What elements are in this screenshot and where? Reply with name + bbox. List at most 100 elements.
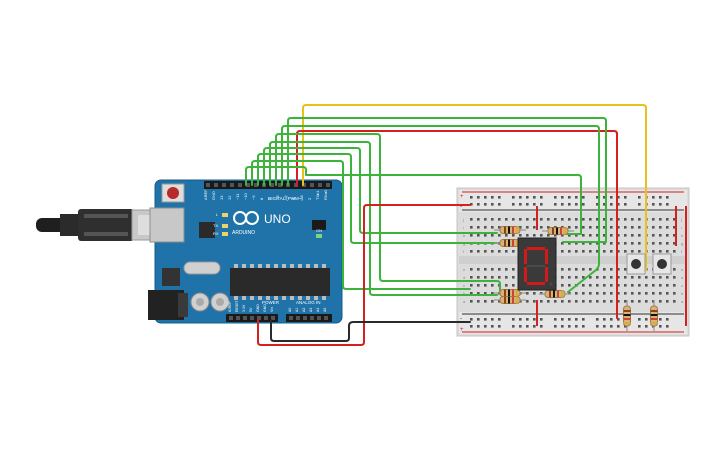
breadboard-hole[interactable] — [561, 242, 564, 245]
breadboard-hole[interactable] — [568, 242, 571, 245]
breadboard-hole[interactable] — [631, 276, 634, 279]
breadboard-hole[interactable] — [561, 203, 564, 206]
breadboard-hole[interactable] — [596, 325, 599, 328]
breadboard-hole[interactable] — [533, 300, 536, 303]
breadboard-hole[interactable] — [526, 226, 529, 229]
breadboard-hole[interactable] — [505, 234, 508, 237]
breadboard-hole[interactable] — [638, 234, 641, 237]
breadboard-hole[interactable] — [610, 300, 613, 303]
breadboard-hole[interactable] — [498, 276, 501, 279]
breadboard-hole[interactable] — [554, 234, 557, 237]
breadboard-hole[interactable] — [603, 218, 606, 221]
breadboard-hole[interactable] — [533, 218, 536, 221]
breadboard-hole[interactable] — [603, 196, 606, 199]
breadboard-hole[interactable] — [596, 218, 599, 221]
breadboard-hole[interactable] — [540, 292, 543, 295]
breadboard-hole[interactable] — [666, 325, 669, 328]
breadboard-hole[interactable] — [526, 318, 529, 321]
breadboard-hole[interactable] — [526, 325, 529, 328]
breadboard-hole[interactable] — [491, 318, 494, 321]
breadboard-hole[interactable] — [491, 203, 494, 206]
breadboard-hole[interactable] — [589, 268, 592, 271]
breadboard-hole[interactable] — [470, 284, 473, 287]
breadboard-hole[interactable] — [582, 318, 585, 321]
resistors[interactable] — [494, 226, 658, 333]
breadboard-hole[interactable] — [666, 284, 669, 287]
breadboard-hole[interactable] — [638, 284, 641, 287]
seven-segment-display[interactable]: 0 — [517, 237, 557, 291]
header-socket[interactable] — [270, 183, 274, 187]
breadboard-hole[interactable] — [477, 292, 480, 295]
breadboard-hole[interactable] — [533, 292, 536, 295]
breadboard-hole[interactable] — [659, 242, 662, 245]
breadboard-hole[interactable] — [589, 218, 592, 221]
breadboard-hole[interactable] — [638, 250, 641, 253]
breadboard-hole[interactable] — [519, 203, 522, 206]
breadboard-hole[interactable] — [652, 203, 655, 206]
breadboard-hole[interactable] — [575, 292, 578, 295]
breadboard-hole[interactable] — [582, 234, 585, 237]
breadboard-hole[interactable] — [610, 284, 613, 287]
breadboard-hole[interactable] — [561, 318, 564, 321]
breadboard-hole[interactable] — [568, 292, 571, 295]
breadboard-hole[interactable] — [617, 276, 620, 279]
breadboard-hole[interactable] — [652, 218, 655, 221]
header-socket[interactable] — [246, 183, 250, 187]
breadboard-hole[interactable] — [652, 284, 655, 287]
breadboard-hole[interactable] — [638, 276, 641, 279]
breadboard-hole[interactable] — [561, 325, 564, 328]
arduino-uno-board[interactable]: UNO ARDUINO DIGITAL (PWM~) POWER ANALOG … — [148, 179, 343, 324]
breadboard-hole[interactable] — [526, 203, 529, 206]
breadboard-hole[interactable] — [645, 300, 648, 303]
breadboard-hole[interactable] — [610, 226, 613, 229]
breadboard-hole[interactable] — [638, 300, 641, 303]
breadboard-hole[interactable] — [610, 196, 613, 199]
breadboard-hole[interactable] — [484, 196, 487, 199]
header-socket[interactable] — [243, 316, 247, 320]
breadboard-hole[interactable] — [498, 203, 501, 206]
breadboard-hole[interactable] — [568, 300, 571, 303]
breadboard-hole[interactable] — [624, 218, 627, 221]
breadboard-hole[interactable] — [582, 276, 585, 279]
breadboard-hole[interactable] — [589, 242, 592, 245]
breadboard-hole[interactable] — [610, 292, 613, 295]
breadboard-hole[interactable] — [652, 292, 655, 295]
breadboard-hole[interactable] — [491, 226, 494, 229]
breadboard-hole[interactable] — [610, 276, 613, 279]
breadboard-hole[interactable] — [512, 234, 515, 237]
header-socket[interactable] — [229, 316, 233, 320]
wire-green-2[interactable] — [281, 125, 600, 293]
breadboard-hole[interactable] — [659, 300, 662, 303]
breadboard-hole[interactable] — [624, 276, 627, 279]
breadboard-hole[interactable] — [603, 203, 606, 206]
breadboard-hole[interactable] — [624, 292, 627, 295]
breadboard-hole[interactable] — [477, 203, 480, 206]
breadboard-hole[interactable] — [582, 242, 585, 245]
breadboard-hole[interactable] — [652, 242, 655, 245]
wire-green-1[interactable] — [287, 117, 607, 243]
breadboard-hole[interactable] — [631, 242, 634, 245]
breadboard-hole[interactable] — [610, 268, 613, 271]
breadboard-hole[interactable] — [561, 196, 564, 199]
breadboard-hole[interactable] — [589, 250, 592, 253]
breadboard-hole[interactable] — [659, 196, 662, 199]
breadboard-hole[interactable] — [505, 250, 508, 253]
breadboard-hole[interactable] — [547, 218, 550, 221]
breadboard-hole[interactable] — [470, 300, 473, 303]
breadboard-hole[interactable] — [659, 318, 662, 321]
breadboard-hole[interactable] — [512, 218, 515, 221]
breadboard-hole[interactable] — [477, 300, 480, 303]
header-socket[interactable] — [264, 316, 268, 320]
wire-green-6[interactable] — [257, 153, 498, 244]
header-socket[interactable] — [318, 183, 322, 187]
breadboard-hole[interactable] — [484, 300, 487, 303]
breadboard-hole[interactable] — [491, 284, 494, 287]
breadboard-hole[interactable] — [554, 203, 557, 206]
breadboard-hole[interactable] — [477, 218, 480, 221]
header-socket[interactable] — [310, 183, 314, 187]
breadboard-hole[interactable] — [589, 300, 592, 303]
breadboard-hole[interactable] — [575, 234, 578, 237]
breadboard-hole[interactable] — [596, 196, 599, 199]
breadboard-hole[interactable] — [659, 284, 662, 287]
